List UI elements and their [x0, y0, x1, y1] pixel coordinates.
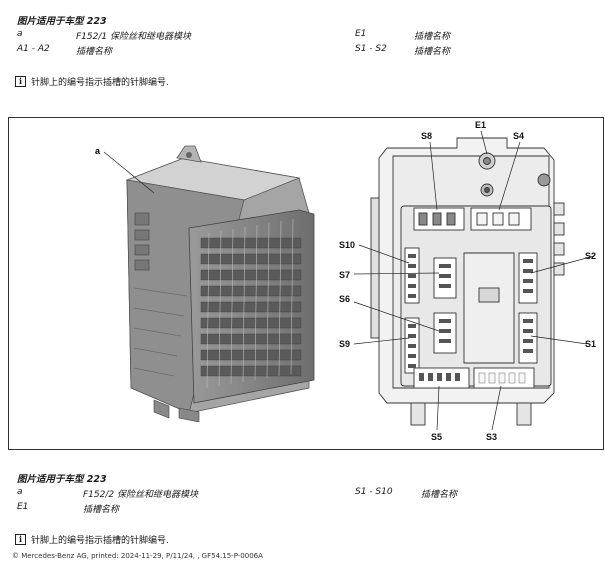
legend-value: 插槽名称	[76, 47, 113, 57]
fuse-relay-module-figure: a	[8, 117, 604, 450]
label-e1: E1	[475, 120, 486, 130]
legend-key: S1 - S10	[355, 487, 393, 497]
legend-value: 插槽名称	[414, 47, 451, 57]
info-icon: i	[15, 76, 26, 87]
legend-key: S1 - S2	[355, 44, 387, 54]
label-s5: S5	[431, 432, 442, 442]
legend-key: E1	[17, 502, 29, 512]
legend-value: 插槽名称	[83, 505, 120, 515]
label-s2: S2	[585, 251, 596, 261]
section-title-bottom: 图片适用于车型 223	[17, 474, 107, 485]
legend-value: F152/2 保险丝和继电器模块	[83, 490, 198, 500]
label-s9: S9	[339, 339, 350, 349]
legend-key: A1 - A2	[17, 44, 50, 54]
label-a: a	[95, 146, 101, 156]
info-icon: i	[15, 534, 26, 545]
legend-key: E1	[355, 29, 367, 39]
label-s6: S6	[339, 294, 350, 304]
legend-value: F152/1 保险丝和继电器模块	[76, 32, 191, 42]
label-s8: S8	[421, 131, 432, 141]
legend-key: a	[17, 29, 23, 39]
legend-key: a	[17, 487, 23, 497]
pin-note-text: 针脚上的编号指示插槽的针脚编号.	[31, 78, 169, 88]
label-s7: S7	[339, 270, 350, 280]
pin-note: i 针脚上的编号指示插槽的针脚编号.	[15, 75, 169, 88]
module-top-view	[370, 137, 565, 426]
module-3d-view	[103, 145, 315, 423]
section-title-top: 图片适用于车型 223	[17, 16, 107, 27]
connector-pins	[408, 254, 533, 381]
footer-copyright: © Mercedes-Benz AG, printed: 2024-11-29,…	[12, 552, 263, 560]
pin-note-text: 针脚上的编号指示插槽的针脚编号.	[31, 536, 169, 546]
leader-lines	[353, 130, 595, 431]
pin-note-bottom: i 针脚上的编号指示插槽的针脚编号.	[15, 533, 169, 546]
label-s3: S3	[486, 432, 497, 442]
label-s4: S4	[513, 131, 524, 141]
label-s10: S10	[339, 240, 355, 250]
legend-value: 插槽名称	[421, 490, 458, 500]
legend-value: 插槽名称	[414, 32, 451, 42]
label-s1: S1	[585, 339, 596, 349]
fuse-relay-module-drawing: a	[95, 120, 596, 442]
